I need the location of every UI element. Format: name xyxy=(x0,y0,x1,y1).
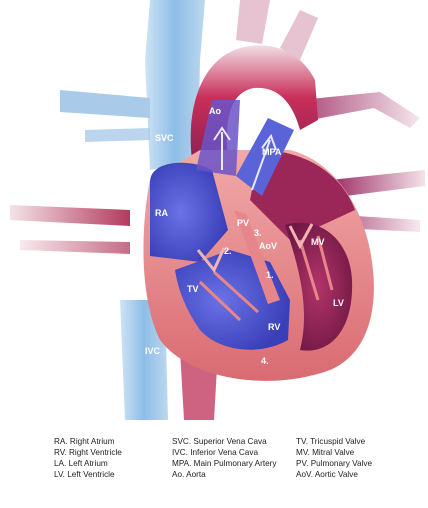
label-tv: TV xyxy=(187,284,199,294)
legend-item: MV. Mitral Valve xyxy=(296,448,355,457)
label-step-4: 4. xyxy=(261,356,269,366)
pulmonary-arteries xyxy=(10,92,425,254)
heart-diagram: Ao SVC MPA RA PV 3. AoV MV 2. 1. TV LV R… xyxy=(10,0,425,420)
label-rv: RV xyxy=(268,322,280,332)
label-pv: PV xyxy=(237,218,249,228)
legend-item: LV. Left Ventricle xyxy=(54,470,115,479)
legend-column-chambers: RA. Right Atrium RV. Right Ventricle LA.… xyxy=(54,436,122,480)
legend-item: RA. Right Atrium xyxy=(54,437,115,446)
septum xyxy=(234,210,280,304)
legend-item: AoV. Aortic Valve xyxy=(296,470,358,479)
label-step-3: 3. xyxy=(254,228,262,238)
label-step-1: 1. xyxy=(266,270,274,280)
legend-item: SVC. Superior Vena Cava xyxy=(172,437,267,446)
label-svc: SVC xyxy=(155,133,174,143)
legend-column-valves: TV. Tricuspid Valve MV. Mitral Valve PV.… xyxy=(296,436,372,480)
left-ventricle xyxy=(285,222,353,351)
label-ra: RA xyxy=(155,208,168,218)
legend-item: Ao. Aorta xyxy=(172,470,206,479)
pulmonary-trunk xyxy=(196,100,294,196)
legend-item: IVC. Inferior Vena Cava xyxy=(172,448,259,457)
superior-vena-cava xyxy=(145,0,205,170)
legend-item: TV. Tricuspid Valve xyxy=(296,437,366,446)
label-ao: Ao xyxy=(209,106,221,116)
label-mpa: MPA xyxy=(262,147,282,157)
left-atrium xyxy=(250,150,355,240)
flow-arrows xyxy=(213,126,277,191)
label-ivc: IVC xyxy=(145,346,161,356)
legend-item: RV. Right Ventricle xyxy=(54,448,122,457)
label-step-2: 2. xyxy=(224,246,232,256)
legend-item: PV. Pulmonary Valve xyxy=(296,459,373,468)
label-aov: AoV xyxy=(259,241,277,251)
legend-item: LA. Left Atrium xyxy=(54,459,108,468)
mitral-valve xyxy=(288,223,314,250)
label-lv: LV xyxy=(333,298,344,308)
right-atrium xyxy=(150,162,228,262)
label-mv: MV xyxy=(311,237,325,247)
tricuspid-valve xyxy=(196,247,226,273)
legend-column-vessels: SVC. Superior Vena Cava IVC. Inferior Ve… xyxy=(172,436,277,480)
legend-item: MPA. Main Pulmonary Artery xyxy=(172,459,277,468)
pulmonary-veins xyxy=(60,90,150,142)
